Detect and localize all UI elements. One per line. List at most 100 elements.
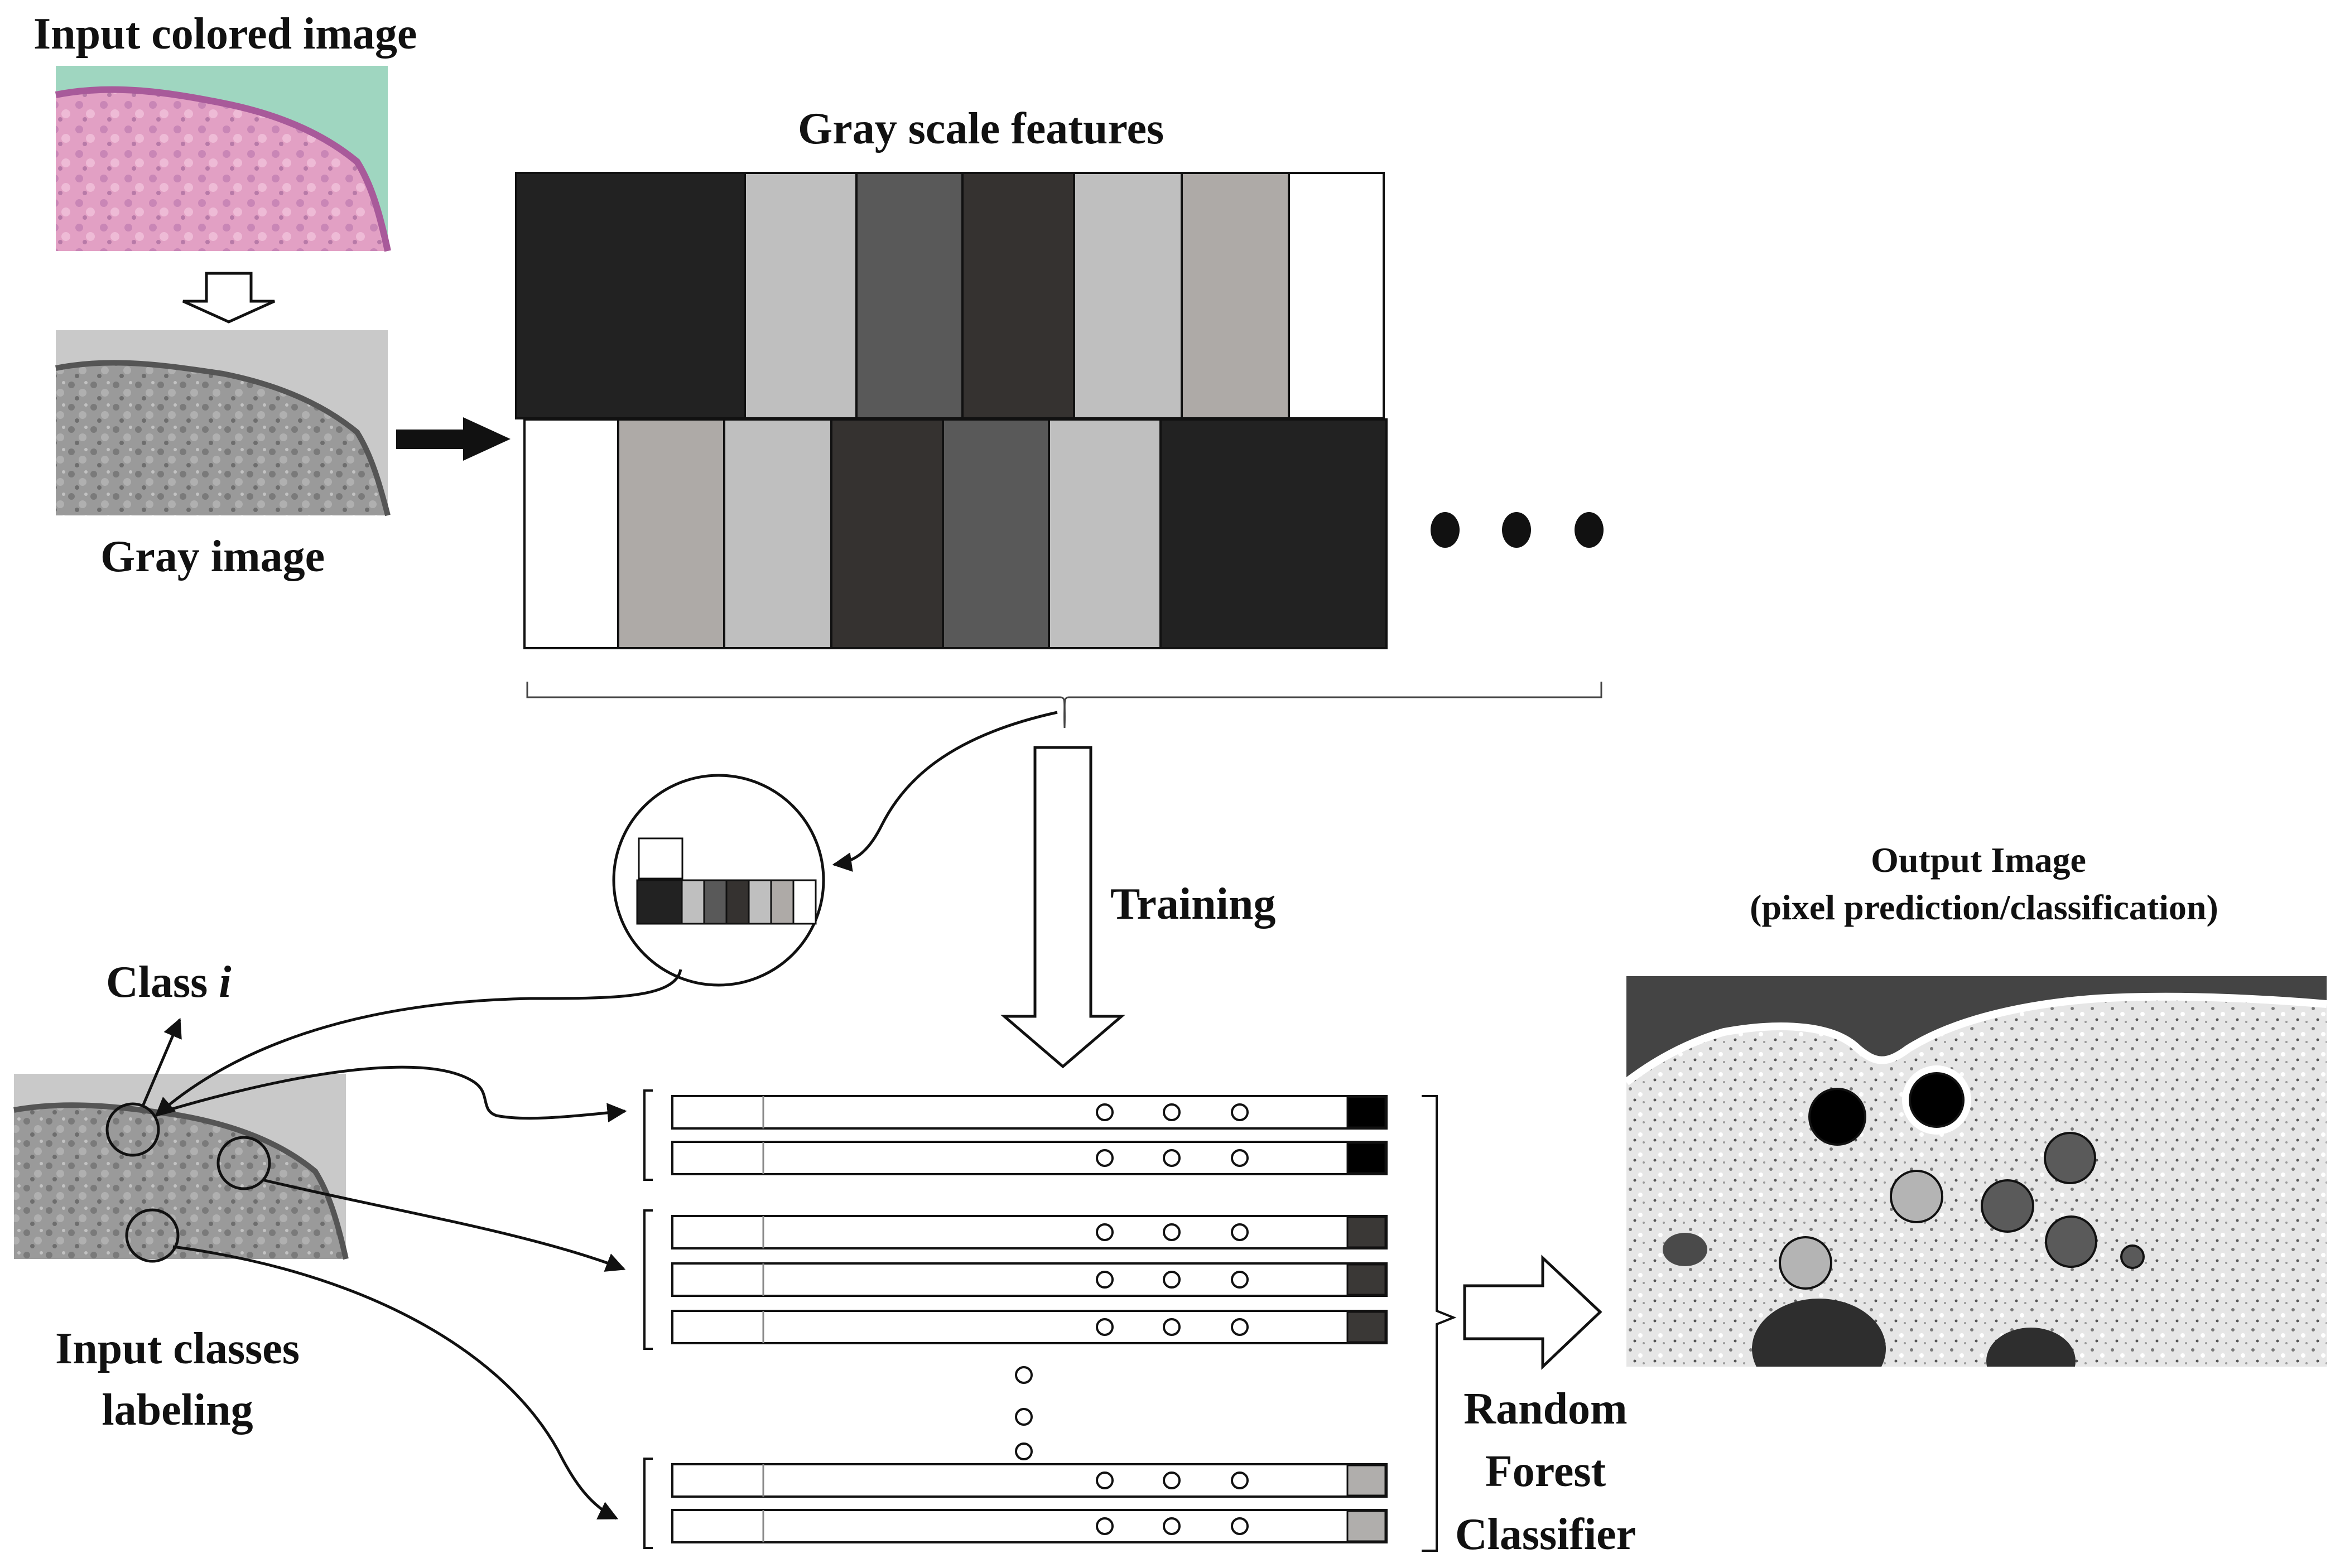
zoom-cell bbox=[725, 879, 750, 925]
output-image bbox=[1626, 976, 2327, 1367]
zoom-vector bbox=[636, 879, 817, 925]
class-image-tissue bbox=[14, 1105, 346, 1259]
feature-cell bbox=[617, 418, 725, 649]
class-label-cell bbox=[1346, 1510, 1386, 1542]
zoom-cell bbox=[681, 879, 705, 925]
training-row-dot bbox=[1231, 1149, 1249, 1167]
training-row bbox=[671, 1463, 1388, 1498]
ellipsis-dot-3 bbox=[1575, 512, 1604, 548]
training-row-dot bbox=[1231, 1223, 1249, 1241]
class-image-epidermis bbox=[13, 1102, 349, 1260]
output-marker bbox=[1779, 1236, 1832, 1290]
training-row-dot bbox=[1163, 1318, 1181, 1336]
training-row bbox=[671, 1095, 1388, 1130]
output-arrow bbox=[1463, 1255, 1602, 1370]
training-row bbox=[671, 1509, 1388, 1543]
training-row bbox=[671, 1141, 1388, 1175]
training-row-dot bbox=[1163, 1103, 1181, 1121]
training-row bbox=[671, 1310, 1388, 1344]
zoom-cell bbox=[792, 879, 817, 925]
ellipsis-dot-1 bbox=[1431, 512, 1460, 548]
feature-strip-row2 bbox=[523, 418, 1388, 649]
class-label-cell bbox=[1346, 1216, 1386, 1248]
output-halo bbox=[1902, 1065, 1971, 1135]
input-classes-line2: labeling bbox=[102, 1386, 253, 1435]
output-dark-region-2 bbox=[1986, 1328, 2076, 1367]
input-colored-image bbox=[55, 66, 391, 252]
stained-tissue bbox=[56, 89, 388, 252]
training-row-dot bbox=[1231, 1103, 1249, 1121]
training-row-dot bbox=[1163, 1223, 1181, 1241]
feature-brace bbox=[526, 682, 1602, 728]
training-row bbox=[671, 1215, 1388, 1249]
output-title-line1: Output Image bbox=[1871, 840, 2086, 880]
ellipsis-dot-2 bbox=[1502, 512, 1531, 548]
feature-cell bbox=[744, 172, 858, 419]
training-row-dot bbox=[1163, 1517, 1181, 1535]
input-colored-title: Input colored image bbox=[33, 9, 417, 59]
training-row-dot bbox=[1096, 1223, 1114, 1241]
class-label-cell bbox=[1346, 1311, 1386, 1343]
output-marker bbox=[1981, 1179, 2034, 1233]
stained-epidermis bbox=[55, 86, 391, 252]
training-row-dot bbox=[1096, 1271, 1114, 1289]
output-dark-region-1 bbox=[1752, 1299, 1886, 1367]
rf-line1: Random bbox=[1463, 1384, 1628, 1434]
gray-epidermis bbox=[55, 360, 391, 517]
group-bracket bbox=[643, 1089, 653, 1181]
stain-background bbox=[56, 66, 388, 251]
zoom-to-class-arrow bbox=[155, 969, 682, 1117]
group-gap-dot-2 bbox=[1015, 1408, 1033, 1426]
output-dark-bg bbox=[1626, 976, 2327, 1367]
training-row-dot bbox=[1163, 1149, 1181, 1167]
training-samples bbox=[643, 1089, 1388, 1549]
output-tissue bbox=[1626, 996, 2327, 1367]
feature-strip-row1 bbox=[515, 172, 1385, 419]
output-marker bbox=[1890, 1170, 1943, 1223]
group-bracket bbox=[643, 1209, 653, 1350]
output-dark-region-3 bbox=[1663, 1233, 1707, 1266]
input-classes-line1: Input classes bbox=[55, 1324, 300, 1373]
feature-cell bbox=[1159, 418, 1388, 649]
feature-arrow bbox=[396, 417, 511, 461]
feature-cell bbox=[523, 418, 619, 649]
output-marker bbox=[2120, 1244, 2145, 1269]
feature-cell bbox=[1073, 172, 1183, 419]
training-row-dot bbox=[1231, 1318, 1249, 1336]
training-label: Training bbox=[1110, 880, 1276, 929]
gray-image-title: Gray image bbox=[100, 532, 325, 581]
class-label-cell bbox=[1346, 1142, 1386, 1174]
feature-cell bbox=[1288, 172, 1385, 419]
feature-cell bbox=[1181, 172, 1290, 419]
zoom-cell bbox=[636, 879, 683, 925]
zoom-cell bbox=[748, 879, 772, 925]
training-row-dot bbox=[1096, 1471, 1114, 1489]
class-variable: i bbox=[219, 958, 232, 1007]
class1-to-group1-arrow bbox=[158, 1065, 627, 1123]
class-label-cell bbox=[1346, 1464, 1386, 1497]
training-row-dot bbox=[1163, 1271, 1181, 1289]
class-image-background bbox=[14, 1074, 346, 1259]
class-label-cell bbox=[1346, 1263, 1386, 1296]
convert-arrow bbox=[182, 272, 276, 324]
feature-cell bbox=[961, 172, 1075, 419]
class-prefix: Class bbox=[106, 958, 219, 1007]
zoom-top-box bbox=[638, 837, 683, 880]
gray-features-title: Gray scale features bbox=[798, 104, 1164, 153]
rf-line3: Classifier bbox=[1455, 1510, 1636, 1559]
class-label-cell bbox=[1346, 1096, 1386, 1128]
class-circle-2 bbox=[216, 1136, 271, 1190]
feature-cell bbox=[855, 172, 964, 419]
class3-to-group3-arrow bbox=[172, 1245, 619, 1520]
output-marker bbox=[1909, 1072, 1965, 1128]
class-circle-1 bbox=[105, 1102, 160, 1157]
feature-cell bbox=[515, 172, 746, 419]
training-row-dot bbox=[1231, 1471, 1249, 1489]
feature-cell bbox=[942, 418, 1050, 649]
training-row-dot bbox=[1231, 1517, 1249, 1535]
output-epidermis bbox=[1626, 992, 2327, 1085]
output-marker bbox=[2044, 1132, 2096, 1184]
brace-to-zoom-arrow bbox=[832, 711, 1058, 872]
